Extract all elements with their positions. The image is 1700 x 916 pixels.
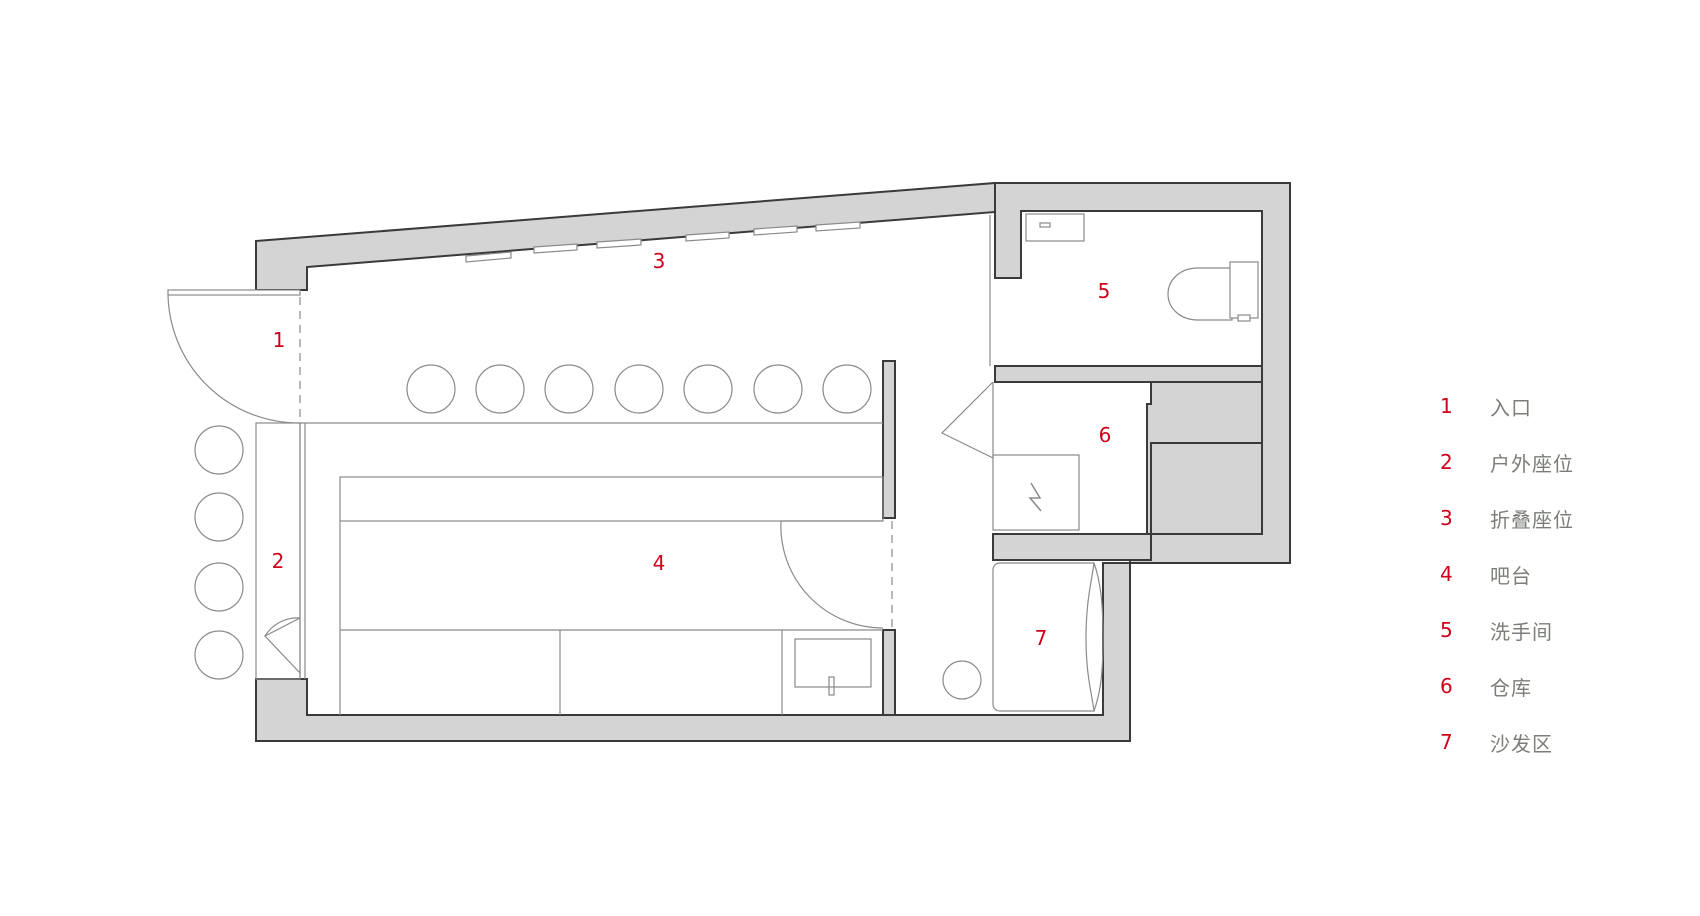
wall-bar-partition-upper [882, 360, 896, 519]
storage-cabinet [992, 454, 1080, 531]
wall-top [255, 181, 996, 291]
side-table [942, 660, 982, 700]
sink [794, 638, 872, 688]
storage-door-swing [940, 381, 994, 459]
sofa-back [1093, 562, 1104, 712]
legend-number: 4 [1440, 562, 1453, 586]
bar-stool [753, 364, 803, 414]
wall-storage-right [1146, 381, 1263, 535]
legend-label: 入口 [1490, 395, 1532, 420]
outdoor-seating [194, 422, 301, 680]
bar-door-swing-arc [780, 520, 884, 629]
toilet-flush [1237, 314, 1251, 322]
zone-label-entrance: 1 [273, 328, 286, 352]
bar-stool [822, 364, 872, 414]
outdoor-stool [194, 425, 244, 475]
outdoor-stool [194, 492, 244, 542]
bar-stool [614, 364, 664, 414]
legend-item: 7 沙发区 [1440, 714, 1574, 770]
zone-label-bar: 4 [653, 551, 666, 575]
folding-seat [815, 221, 861, 232]
legend-number: 3 [1440, 506, 1453, 530]
legend-item: 2 户外座位 [1440, 434, 1574, 490]
toilet-bowl [1167, 267, 1233, 321]
sofa [992, 562, 1095, 712]
legend-number: 7 [1440, 730, 1453, 754]
legend-number: 1 [1440, 394, 1453, 418]
legend-item: 4 吧台 [1440, 546, 1574, 602]
zone-label-folding-seats: 3 [653, 249, 666, 273]
legend-label: 仓库 [1490, 675, 1532, 700]
folding-seat [533, 243, 578, 254]
bar-counter [299, 422, 893, 715]
legend-item: 3 折叠座位 [1440, 490, 1574, 546]
legend: 1 入口 2 户外座位 3 折叠座位 4 吧台 5 洗手间 6 仓库 7 沙发区 [1440, 378, 1574, 770]
bar-stool [475, 364, 525, 414]
toilet-tank [1229, 261, 1259, 319]
zone-label-outdoor-seating: 2 [272, 549, 285, 573]
legend-label: 折叠座位 [1490, 507, 1574, 532]
outdoor-stool [194, 562, 244, 612]
entrance-door [167, 289, 301, 424]
wall-storage-block [1150, 442, 1263, 535]
bar-stools [406, 364, 872, 414]
faucet [828, 676, 835, 696]
zone-label-sofa: 7 [1035, 626, 1048, 650]
legend-item: 1 入口 [1440, 378, 1574, 434]
legend-label: 户外座位 [1490, 451, 1574, 476]
outdoor-stool [194, 630, 244, 680]
legend-label: 洗手间 [1490, 619, 1553, 644]
zone-label-toilet: 5 [1098, 279, 1111, 303]
folding-seat [753, 225, 798, 236]
outdoor-bench [255, 422, 301, 680]
electric-symbol [1028, 482, 1042, 512]
legend-label: 吧台 [1490, 563, 1532, 588]
wash-basin [1025, 213, 1085, 242]
wall-bar-partition-lower [882, 629, 896, 716]
wall-toilet-storage [994, 365, 1263, 383]
legend-label: 沙发区 [1490, 731, 1553, 756]
door-swing-arc [167, 294, 301, 424]
zone-labels: 1 2 3 4 5 6 7 [272, 249, 1112, 650]
folding-seat [685, 231, 730, 242]
bar-stool [683, 364, 733, 414]
toilet-fixtures [989, 213, 1259, 366]
basin-tap [1039, 222, 1051, 228]
legend-number: 5 [1440, 618, 1453, 642]
side-door-arc [264, 617, 301, 637]
walls [255, 181, 1291, 742]
sofa-fixtures [942, 562, 1104, 712]
bar-top [339, 476, 884, 522]
legend-item: 6 仓库 [1440, 658, 1574, 714]
wall-bottom [255, 562, 1131, 742]
folding-seat [465, 251, 512, 263]
bar-stool [406, 364, 456, 414]
legend-number: 6 [1440, 674, 1453, 698]
folding-seat [596, 238, 642, 249]
legend-number: 2 [1440, 450, 1453, 474]
bar-stool [544, 364, 594, 414]
side-door-swing [264, 617, 301, 674]
storage-fixtures [940, 381, 1080, 531]
wall-storage-bottom [992, 533, 1152, 561]
folding-seats [465, 221, 861, 263]
door-leaf [167, 289, 301, 296]
zone-label-storage: 6 [1099, 423, 1112, 447]
legend-item: 5 洗手间 [1440, 602, 1574, 658]
